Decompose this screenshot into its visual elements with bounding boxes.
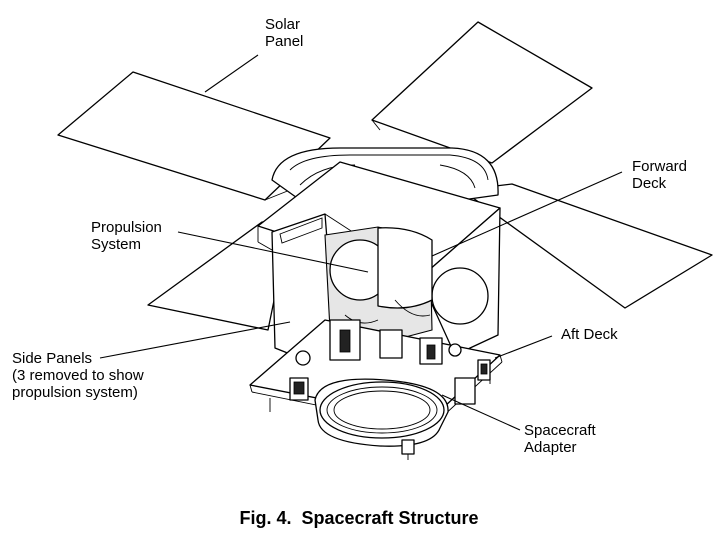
leader-forward-deck bbox=[431, 171, 623, 257]
aft-deck-hardware bbox=[269, 319, 491, 412]
spacecraft-adapter bbox=[314, 378, 449, 460]
label-solar-panel: Solar Panel bbox=[265, 16, 304, 50]
leader-aft-deck bbox=[494, 335, 553, 359]
leader-adapter bbox=[441, 394, 521, 431]
leader-solar-panel bbox=[204, 54, 259, 93]
label-spacecraft-adapter: Spacecraft Adapter bbox=[524, 422, 596, 456]
label-propulsion-system: Propulsion System bbox=[91, 219, 162, 253]
figure-caption: Fig. 4. Spacecraft Structure bbox=[239, 508, 479, 528]
solar-panel-bottom-left bbox=[147, 221, 291, 331]
leader-side-panels bbox=[99, 321, 291, 359]
leader-propulsion bbox=[177, 231, 369, 273]
propulsion-tanks bbox=[324, 226, 489, 346]
label-side-panels: Side Panels (3 removed to show propulsio… bbox=[12, 350, 144, 401]
solar-panel-top-left bbox=[57, 71, 331, 201]
solar-panel-top-right bbox=[371, 21, 593, 164]
leader-lines bbox=[99, 54, 623, 431]
label-forward-deck: Forward Deck bbox=[632, 158, 688, 192]
label-aft-deck: Aft Deck bbox=[561, 326, 618, 343]
